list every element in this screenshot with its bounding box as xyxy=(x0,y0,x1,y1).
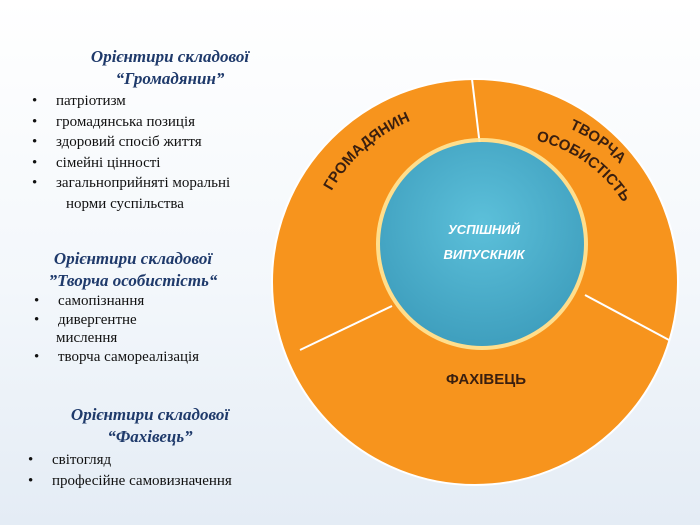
specialist-heading: Орієнтири складової “Фахівець” xyxy=(20,404,280,448)
creative-heading-line-2: ”Творча особистість“ xyxy=(48,271,218,290)
list-item: здоровий спосіб життя xyxy=(28,132,278,153)
list-item: творча самореалізація xyxy=(30,348,260,367)
citizen-heading-line-1: Орієнтири складової xyxy=(90,47,250,66)
list-item: професійне самовизначення xyxy=(24,471,294,492)
segment-label-specialist: ФАХІВЕЦЬ xyxy=(446,371,526,388)
creative-heading: Орієнтири складової ”Творча особистість“ xyxy=(18,248,248,292)
list-item: патріотизм xyxy=(28,91,278,112)
list-item: самопізнання xyxy=(30,292,260,311)
segment-divider-right xyxy=(584,294,670,341)
creative-heading-line-1: Орієнтири складової xyxy=(53,249,213,268)
segment-divider-left xyxy=(299,305,393,351)
list-item: громадянська позиція xyxy=(28,112,278,133)
list-item: мислення xyxy=(56,330,118,346)
segment-divider-top xyxy=(471,78,481,147)
center-circle xyxy=(380,142,584,346)
list-item: загальноприйняті моральні xyxy=(28,173,278,194)
specialist-list: світогляд професійне самовизначення xyxy=(24,450,294,491)
citizen-list: патріотизм громадянська позиція здоровий… xyxy=(28,91,278,214)
specialist-heading-line-2: “Фахівець” xyxy=(107,427,193,446)
list-item: дивергентне xyxy=(30,311,260,330)
citizen-heading: Орієнтири складової “Громадянин” xyxy=(40,46,300,90)
list-item: світогляд xyxy=(24,450,294,471)
creative-list: самопізнання дивергентне мислення творча… xyxy=(30,292,260,366)
citizen-heading-line-2: “Громадянин” xyxy=(115,69,225,88)
center-label-line-1: УСПІШНИЙ xyxy=(448,221,521,237)
center-label-line-2: ВИПУСКНИК xyxy=(443,247,525,262)
list-item: сімейні цінності xyxy=(28,153,278,174)
list-item: норми суспільства xyxy=(66,195,184,212)
specialist-heading-line-1: Орієнтири складової xyxy=(70,405,230,424)
